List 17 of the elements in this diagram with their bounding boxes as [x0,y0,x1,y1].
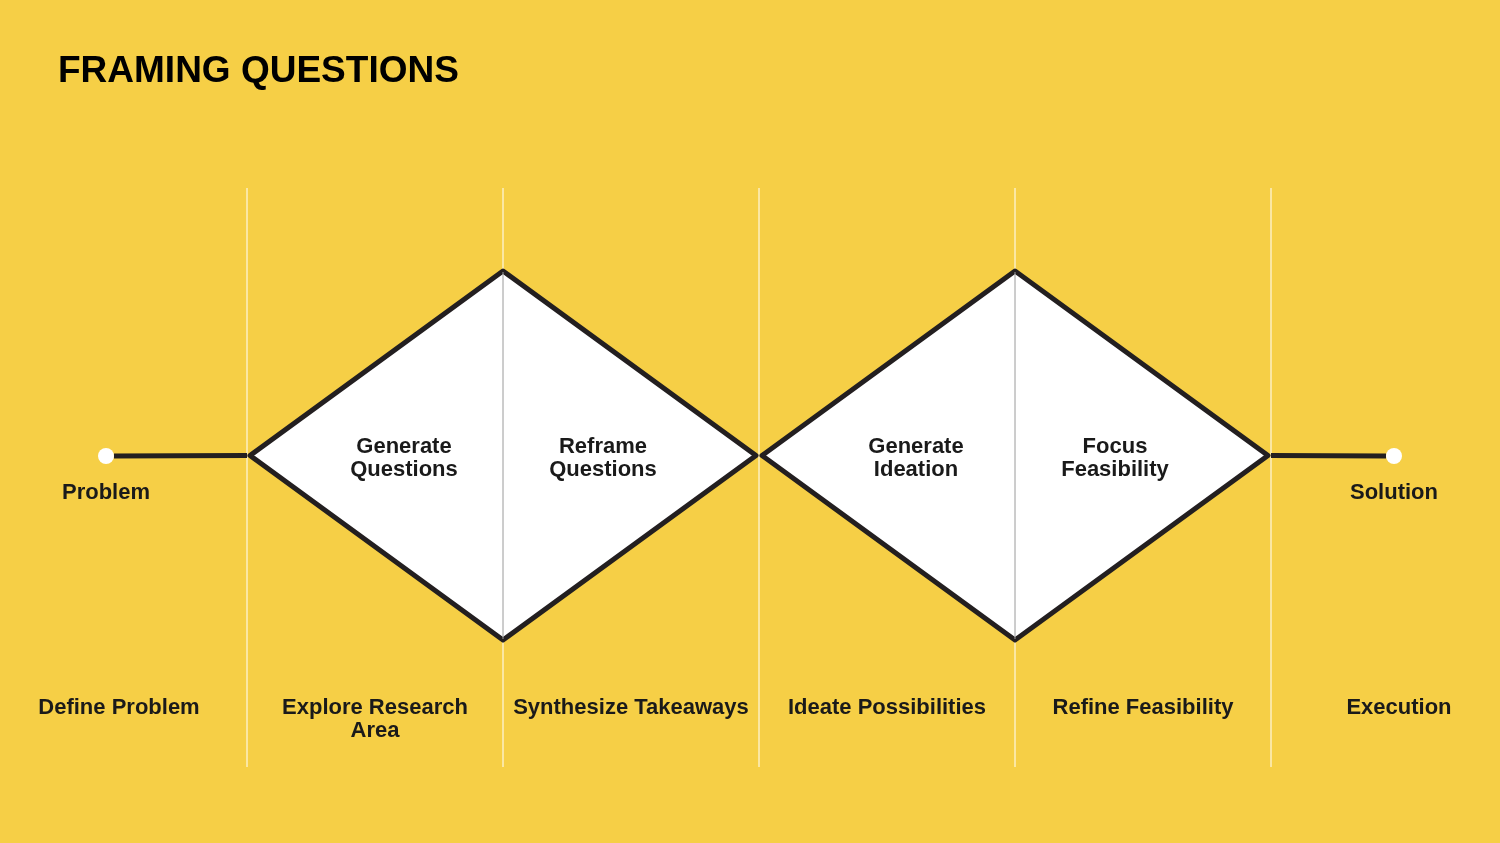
phase-label: Generate Ideation [867,434,965,480]
stage-label: Synthesize Takeaways [512,695,750,718]
diamond-shape [759,268,1271,643]
endpoint-label: Problem [61,480,151,504]
connector-line [114,453,247,459]
endpoint-label: Solution [1349,480,1439,504]
stage-label: Execution [1345,695,1453,718]
stage-label: Refine Feasibility [1051,695,1235,718]
title: FRAMING QUESTIONS [58,48,459,92]
phase-label: Reframe Questions [548,434,658,480]
stage-label: Explore Research Area [281,695,469,741]
connector-line [1271,453,1386,459]
stage-label: Ideate Possibilities [786,695,988,718]
diamond-shape [247,268,759,643]
phase-label: Generate Questions [349,434,459,480]
phase-label: Focus Feasibility [1060,434,1170,480]
stage-label: Define Problem [37,695,201,718]
